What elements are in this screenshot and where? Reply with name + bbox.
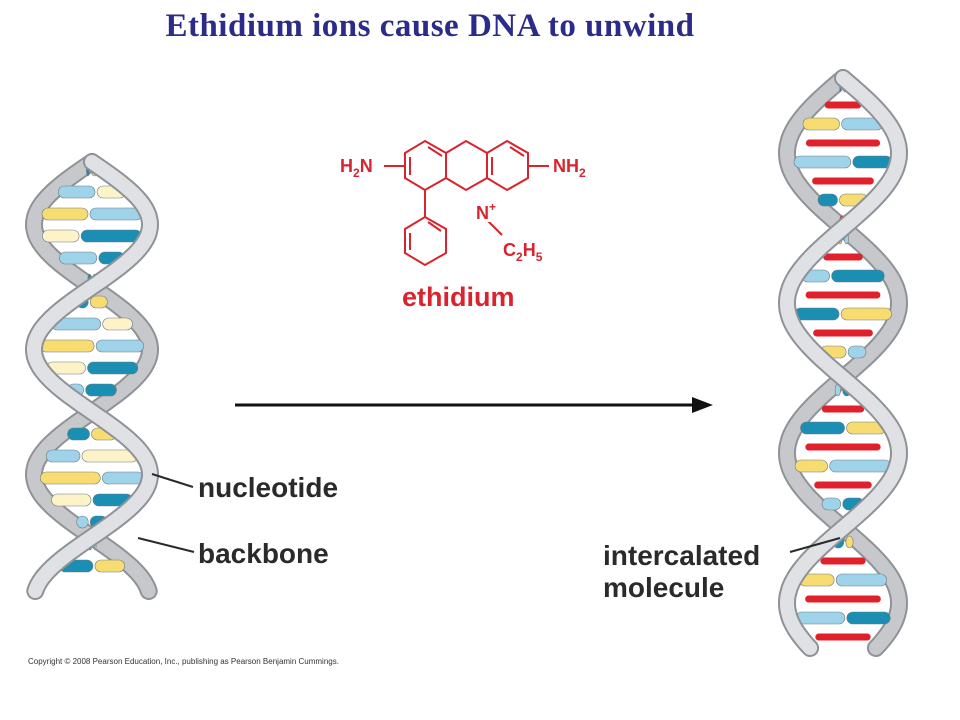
ethyl-bond: [486, 219, 503, 236]
intercalated-ethidium: [805, 595, 881, 603]
ethyl-label: C2H5: [503, 240, 543, 264]
base-nucleotide: [846, 611, 891, 625]
backbone-strand-back-fill: [779, 71, 907, 655]
left-benzene-ring: [404, 139, 447, 192]
backbone-strand-front-fill: [27, 155, 158, 598]
base-nucleotide: [840, 307, 892, 321]
base-nucleotide: [85, 383, 117, 397]
middle-pyridine-ring: [445, 139, 488, 192]
base-nucleotide: [795, 611, 846, 625]
base-nucleotide: [835, 573, 887, 587]
base-nucleotide: [67, 427, 90, 441]
base-nucleotide: [95, 339, 145, 353]
intercalated-ethidium: [820, 557, 866, 565]
base-nucleotide: [76, 515, 89, 529]
backbone-pointer: [137, 537, 195, 553]
inner-double-bond-6: [427, 221, 442, 232]
intercalated-ethidium: [805, 139, 881, 147]
dna-helix-left: [24, 153, 160, 600]
base-nucleotide: [821, 497, 842, 511]
base-nucleotide: [42, 229, 80, 243]
ethidium-structure: [384, 139, 549, 267]
base-nucleotide: [57, 185, 96, 199]
base-nucleotide: [41, 207, 89, 221]
copyright-notice: Copyright © 2008 Pearson Education, Inc.…: [28, 657, 339, 666]
phenyl-ring: [404, 215, 447, 267]
base-nucleotide: [39, 339, 95, 353]
nucleotide-pointer: [151, 473, 194, 488]
n-label-mask: [474, 200, 500, 222]
base-nucleotide: [845, 535, 854, 549]
base-nucleotide: [794, 307, 840, 321]
reaction-arrow: [235, 397, 713, 413]
dna-helix-right-intercalated: [777, 69, 909, 657]
base-nucleotide: [847, 345, 867, 359]
backbone-strand-front-fill: [779, 71, 907, 655]
intercalated-label-line1: intercalated: [603, 540, 760, 571]
intercalated-label-line2: molecule: [603, 572, 724, 603]
intercalated-ethidium: [815, 633, 871, 641]
base-nucleotide: [102, 317, 133, 331]
base-nucleotide: [829, 459, 892, 473]
intercalated-pointer: [789, 537, 841, 553]
base-nucleotide: [817, 193, 838, 207]
intercalated-ethidium: [805, 291, 881, 299]
base-nucleotide: [51, 493, 92, 507]
intercalated-ethidium: [814, 481, 872, 489]
base-nucleotide: [89, 295, 108, 309]
base-nucleotide: [87, 361, 139, 375]
inner-double-bond-4: [509, 146, 525, 157]
right-benzene-ring: [486, 139, 529, 192]
base-nucleotide: [831, 269, 885, 283]
base-nucleotide: [852, 155, 893, 169]
base-nucleotide: [59, 251, 98, 265]
page-title: Ethidium ions cause DNA to unwind: [165, 8, 695, 44]
intercalated-ethidium: [805, 443, 881, 451]
intercalated-ethidium: [821, 405, 865, 413]
base-nucleotide: [794, 459, 828, 473]
base-nucleotide: [802, 117, 840, 131]
intercalated-ethidium: [823, 253, 863, 261]
base-nucleotide: [80, 229, 142, 243]
right-amine-label: NH2: [553, 156, 586, 180]
base-nucleotide: [94, 559, 125, 573]
base-nucleotide: [45, 449, 81, 463]
inner-double-bond-2: [427, 146, 443, 157]
left-amine-label: H2N: [340, 156, 373, 180]
base-nucleotide: [102, 471, 145, 485]
intercalated-ethidium: [813, 329, 873, 337]
backbone-label: backbone: [198, 538, 329, 569]
backbone-strand-back-fill: [26, 155, 157, 598]
base-nucleotide: [800, 421, 845, 435]
base-nucleotide: [89, 207, 143, 221]
base-nucleotide: [39, 471, 101, 485]
nucleotide-label: nucleotide: [198, 472, 338, 503]
base-nucleotide: [793, 155, 852, 169]
molecule-name: ethidium: [402, 282, 515, 312]
ring-nitrogen-label: N+: [476, 200, 496, 223]
intercalated-ethidium: [824, 101, 862, 109]
intercalated-ethidium: [812, 177, 874, 185]
